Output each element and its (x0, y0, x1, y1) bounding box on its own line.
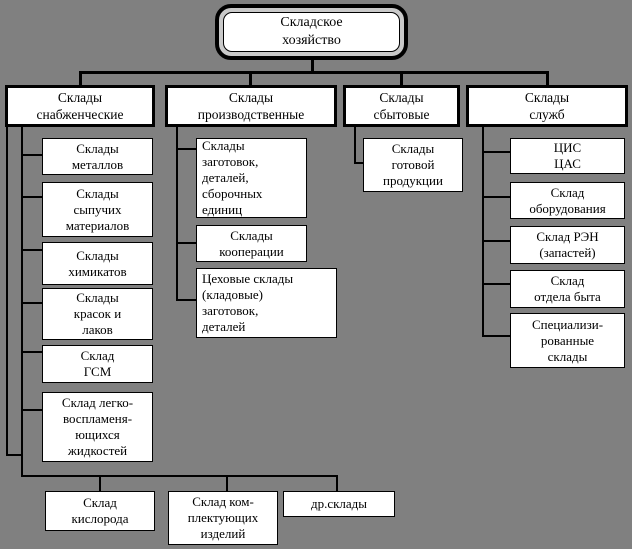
node-metals-warehouse: Склады металлов (42, 138, 153, 175)
connector-line (23, 351, 42, 353)
connector-line (23, 196, 42, 198)
connector-line (546, 73, 549, 85)
connector-line (6, 454, 23, 456)
node-specialized-warehouses: Специализи- рованные склады (510, 313, 625, 368)
root-node-warehouse-facilities: Складское хозяйство (215, 4, 408, 60)
connector-line (484, 335, 510, 337)
connector-line (226, 477, 228, 491)
node-flammable-liquids-warehouse: Склад легко- воспламеня- ющихся жидкосте… (42, 392, 153, 462)
connector-line (336, 477, 338, 491)
connector-line (178, 148, 196, 150)
node-bulk-materials-warehouse: Склады сыпучих материалов (42, 182, 153, 237)
node-blanks-parts-assembly-units-warehouse: Склады заготовок, деталей, сборочных еди… (196, 138, 307, 218)
root-node-label: Складское хозяйство (223, 12, 400, 52)
connector-line (484, 151, 510, 153)
connector-line (79, 73, 82, 85)
node-cooperation-warehouse: Склады кооперации (196, 225, 307, 262)
connector-line (23, 409, 42, 411)
connector-line (178, 299, 196, 301)
connector-line (484, 283, 510, 285)
node-cis-cas: ЦИС ЦАС (510, 138, 625, 174)
branch-sales-warehouses: Склады сбытовые (343, 85, 460, 127)
connector-line (484, 240, 510, 242)
node-oxygen-warehouse: Склад кислорода (45, 491, 155, 531)
node-paints-varnishes-warehouse: Склады красок и лаков (42, 288, 153, 340)
node-other-warehouses: др.склады (283, 491, 395, 517)
connector-line (6, 127, 8, 456)
connector-line (354, 127, 356, 164)
connector-line (400, 73, 403, 85)
connector-line (23, 154, 42, 156)
node-ren-spares-warehouse: Склад РЭН (запастей) (510, 226, 625, 264)
branch-service-warehouses: Склады служб (466, 85, 628, 127)
connector-line (99, 477, 101, 491)
connector-line (79, 71, 549, 74)
connector-line (482, 127, 484, 337)
node-components-warehouse: Склад ком- плектующих изделий (168, 491, 278, 545)
node-shop-storerooms: Цеховые склады (кладовые) заготовок, дет… (196, 268, 337, 338)
connector-line (23, 249, 42, 251)
node-equipment-warehouse: Склад оборудования (510, 182, 625, 219)
branch-supply-warehouses: Склады снабженческие (5, 85, 155, 127)
node-household-dept-warehouse: Склад отдела быта (510, 270, 625, 308)
node-fuel-lubricants-warehouse: Склад ГСМ (42, 345, 153, 383)
branch-production-warehouses: Склады производственные (165, 85, 337, 127)
node-chemicals-warehouse: Склады химикатов (42, 242, 153, 285)
connector-line (21, 127, 23, 477)
connector-line (178, 242, 196, 244)
connector-line (23, 302, 42, 304)
connector-line (484, 196, 510, 198)
connector-line (249, 73, 252, 85)
node-finished-products-warehouse: Склады готовой продукции (363, 138, 463, 192)
connector-line (176, 127, 178, 301)
connector-line (311, 59, 314, 73)
connector-line (21, 475, 338, 477)
connector-line (354, 162, 363, 164)
